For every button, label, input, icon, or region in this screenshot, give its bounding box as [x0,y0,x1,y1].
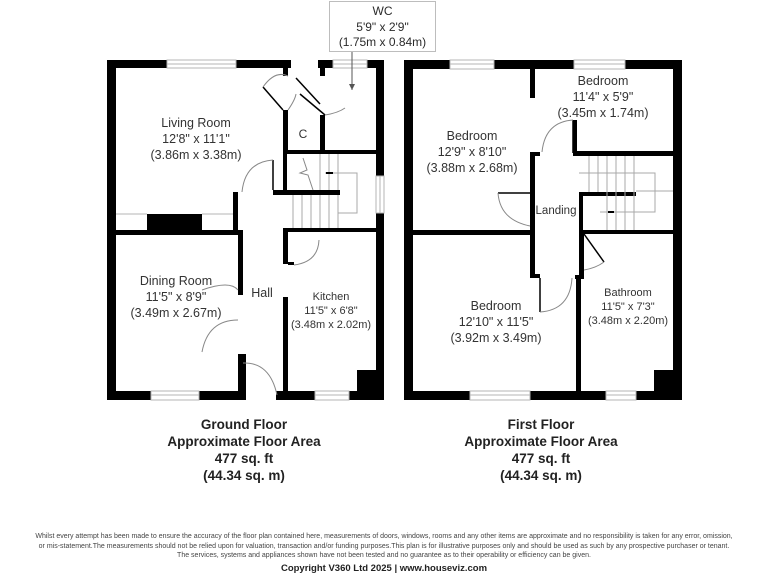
floor-subtitle: Approximate Floor Area [464,434,618,449]
room-size-imperial: 11'4" x 5'9" [572,90,634,104]
ground-floor-door-swings [201,73,346,396]
room-bedroom-1: Bedroom 12'9" x 8'10" (3.88m x 2.68m) [426,128,517,176]
room-size-imperial: 11'5" x 8'9" [145,290,207,304]
room-size-imperial: 12'8" x 11'1" [162,132,230,146]
room-name: Bedroom [470,299,522,313]
first-window-mullions [450,63,636,396]
room-landing: Landing [536,204,577,219]
room-size-metric: (3.49m x 2.67m) [130,306,222,320]
floor-subtitle: Approximate Floor Area [167,434,321,449]
room-dining-room: Dining Room 11'5" x 8'9" (3.49m x 2.67m) [130,273,221,321]
copyright: Copyright V360 Ltd 2025 | www.houseviz.c… [280,563,488,574]
first-floor-door-swings [497,119,605,313]
room-name: Bedroom [446,129,498,143]
room-living-room: Living Room 12'8" x 11'1" (3.86m x 3.38m… [150,115,241,163]
ground-floor-plan [107,52,385,401]
room-size-metric: (3.48m x 2.20m) [587,315,669,327]
ground-floor-doors [262,77,326,190]
room-name: Dining Room [139,274,213,288]
floor-area-sqft: 477 sq. ft [214,451,274,466]
floor-title: Ground Floor [200,417,288,432]
ground-floor-walls [107,60,384,400]
room-cupboard: C [299,127,308,142]
first-floor-plan [404,59,682,401]
room-bathroom: Bathroom 11'5" x 7'3" (3.48m x 2.20m) [588,286,668,328]
floor-area-sqft: 477 sq. ft [511,451,571,466]
room-size-metric: (3.48m x 2.02m) [290,319,372,331]
room-bedroom-2: Bedroom 11'4" x 5'9" (3.45m x 1.74m) [557,73,648,121]
first-floor-stairs [579,156,673,230]
room-name: Living Room [161,116,231,130]
room-hall: Hall [251,286,273,301]
room-name: Kitchen [312,291,350,303]
room-size-imperial: 11'5" x 6'8" [304,305,358,317]
room-size-metric: (3.92m x 3.49m) [450,331,542,345]
first-floor-walls [404,60,682,400]
room-size-metric: (3.86m x 3.38m) [150,148,242,162]
room-name: WC [372,4,393,18]
room-size-metric: (3.45m x 1.74m) [557,106,649,120]
room-size-imperial: 12'9" x 8'10" [437,145,507,159]
ground-floor-area-summary: Ground Floor Approximate Floor Area 477 … [167,416,320,484]
wc-callout: WC 5'9" x 2'9" (1.75m x 0.84m) [329,1,436,52]
room-name: Bedroom [577,74,629,88]
room-name: Hall [251,286,273,300]
room-size-metric: (1.75m x 0.84m) [338,35,427,49]
ground-window-mullions [151,63,381,396]
wc-pointer-arrow-icon [349,84,355,90]
room-size-imperial: 5'9" x 2'9" [356,19,409,34]
disclaimer-line: Whilst every attempt has been made to en… [35,533,733,540]
first-floor-doors [498,120,605,312]
floor-area-sqm: (44.34 sq. m) [203,468,285,483]
disclaimer-line: The services, systems and appliances sho… [177,552,591,560]
first-floor-area-summary: First Floor Approximate Floor Area 477 s… [464,416,617,484]
room-name: Landing [535,205,577,217]
room-bedroom-3: Bedroom 12'10" x 11'5" (3.92m x 3.49m) [450,298,541,346]
room-size-metric: (3.88m x 2.68m) [426,161,518,175]
floor-title: First Floor [507,417,575,432]
room-size-imperial: 12'10" x 11'5" [458,315,534,329]
room-name: C [298,127,308,141]
room-name: Bathroom [604,287,652,299]
disclaimer: Whilst every attempt has been made to en… [0,532,768,561]
floor-area-sqm: (44.34 sq. m) [500,468,582,483]
room-size-imperial: 11'5" x 7'3" [601,301,655,313]
disclaimer-line: or mis-statement.The measurements should… [38,542,730,550]
room-kitchen: Kitchen 11'5" x 6'8" (3.48m x 2.02m) [291,290,371,332]
